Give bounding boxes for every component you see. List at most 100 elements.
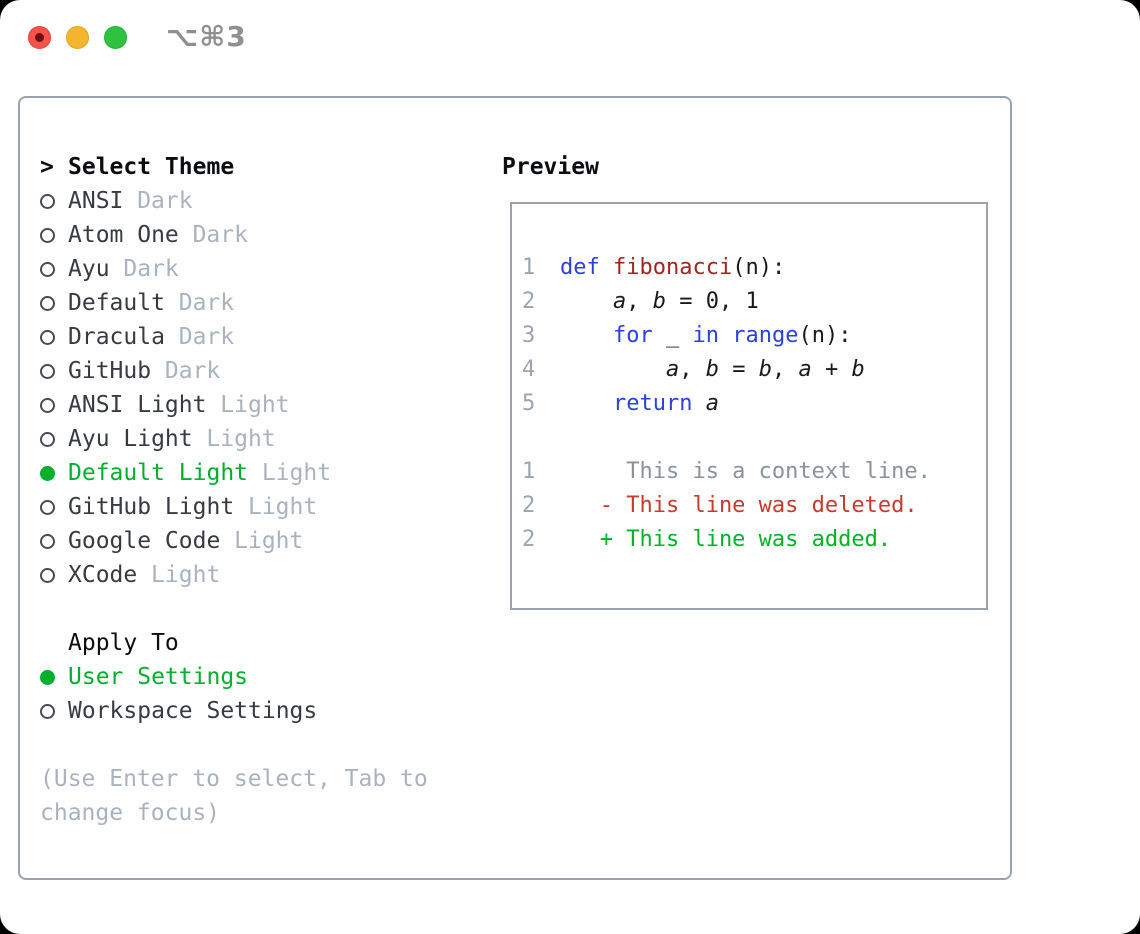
apply-to-option[interactable]: Workspace Settings [40,694,480,728]
line-number: 2 [522,527,536,552]
code-token: (n): [798,323,852,348]
diff-line: 2 - This line was deleted. [522,489,986,523]
code-token: = 0, 1 [665,289,759,314]
code-token: b [851,357,865,382]
theme-option-label: Dracula [68,324,165,350]
theme-option-label: Ayu Light [68,426,193,452]
radio-marker [40,703,68,719]
minimize-window-button[interactable] [66,26,89,49]
code-token: = [718,357,759,382]
radio-marker [40,431,68,447]
code-token: a [665,357,680,382]
code-line: 2 a, b = 0, 1 [522,285,986,319]
code-token: b [705,357,719,382]
theme-picker-header: > Select Theme [40,150,480,184]
theme-option-label: Default Light [68,460,249,486]
radio-unselected-icon [40,193,55,209]
radio-unselected-icon [40,227,55,243]
theme-option[interactable]: Default Light Light [40,456,480,490]
keyboard-hint-text: (Use Enter to select, Tab to change focu… [40,766,442,826]
theme-variant-badge: Dark [164,358,221,384]
code-token: a [705,391,719,416]
radio-marker [40,567,68,583]
radio-marker [40,193,68,209]
theme-option-label: ANSI [68,188,124,214]
keyboard-shortcut-label: ⌥⌘3 [166,20,247,53]
radio-unselected-icon [40,295,55,311]
radio-unselected-icon [40,329,55,345]
code-token: range [732,323,799,348]
code-token: in [692,323,719,348]
radio-unselected-icon [40,703,55,719]
diff-text: This is a context line. [560,459,931,484]
diff-text: - This line was deleted. [560,493,918,518]
code-token: return [612,391,693,416]
code-token [560,353,666,387]
radio-unselected-icon [40,499,55,515]
theme-variant-badge: Light [220,392,290,418]
code-token [719,319,732,353]
code-token [560,285,613,319]
code-token: , [771,357,799,382]
theme-option-label: Default [68,290,165,316]
theme-variant-badge: Dark [192,222,248,248]
code-token [692,387,705,421]
line-number: 4 [522,357,536,382]
radio-unselected-icon [40,363,55,379]
diff-preview-lines: 1 This is a context line.2 - This line w… [522,455,986,557]
theme-variant-badge: Light [261,460,332,486]
theme-variant-badge: Light [151,562,221,588]
diff-text: + This line was added. [560,527,892,552]
radio-marker [40,261,68,277]
theme-option-label: GitHub [68,358,152,384]
line-number: 5 [522,391,536,416]
line-number: 2 [522,493,536,518]
radio-marker [40,533,68,549]
code-line: 4 a, b = b, a + b [522,353,986,387]
radio-marker [40,669,68,685]
radio-unselected-icon [40,533,55,549]
close-window-button[interactable] [28,26,51,49]
radio-marker [40,363,68,379]
apply-to-option-label: Workspace Settings [68,698,318,724]
code-token [560,319,613,353]
code-token: (n): [732,255,786,280]
close-window-active-dot-icon [35,33,44,42]
code-token: fibonacci [613,255,733,280]
blank-line [522,421,986,455]
zoom-window-button[interactable] [104,26,127,49]
theme-option[interactable]: GitHub Dark [40,354,480,388]
apply-to-header: Apply To [40,626,480,660]
preview-title: Preview [502,154,599,180]
radio-marker [40,329,68,345]
diff-line: 2 + This line was added. [522,523,986,557]
radio-unselected-icon [40,397,55,413]
code-token: , [679,357,706,382]
theme-variant-badge: Light [206,426,276,452]
radio-marker [40,499,68,515]
code-token: , [626,289,653,314]
radio-marker [40,295,68,311]
line-number: 3 [522,323,536,348]
apply-to-option[interactable]: User Settings [40,660,480,694]
theme-picker-title: Select Theme [68,154,235,180]
theme-option[interactable]: Ayu Light Light [40,422,480,456]
radio-marker [40,397,68,413]
code-token [560,387,613,421]
line-number: 2 [522,289,536,314]
